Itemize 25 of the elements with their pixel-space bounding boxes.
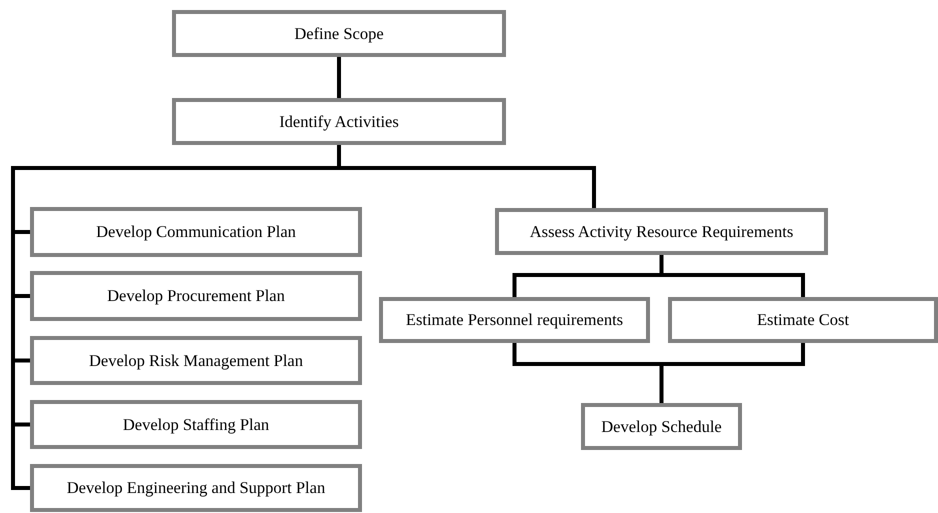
box-label: Estimate Cost (756, 310, 850, 330)
process-box (495, 208, 828, 255)
process-box (668, 297, 938, 343)
connector-line (337, 57, 341, 98)
process-box (30, 464, 362, 512)
box-label: Develop Engineering and Support Plan (66, 478, 326, 498)
process-box (581, 403, 742, 450)
process-box (30, 271, 362, 321)
process-box (30, 207, 362, 257)
box-label: Estimate Personnel requirements (406, 310, 624, 330)
box-label: Develop Communication Plan (96, 222, 296, 242)
box-label: Develop Risk Management Plan (88, 350, 303, 370)
box-label: Develop Staffing Plan (122, 414, 270, 434)
process-box (30, 400, 362, 449)
box-label: Develop Procurement Plan (107, 286, 285, 306)
box-label: Develop Schedule (601, 416, 722, 436)
box-label: Assess Activity Resource Requirements (530, 222, 794, 242)
process-box (30, 336, 362, 385)
connector-line (660, 343, 805, 403)
box-label: Identify Activities (279, 112, 399, 132)
process-box (379, 297, 650, 343)
process-box (172, 98, 506, 145)
connector-line (337, 145, 596, 208)
box-label: Define Scope (294, 24, 384, 44)
process-box (172, 10, 506, 57)
